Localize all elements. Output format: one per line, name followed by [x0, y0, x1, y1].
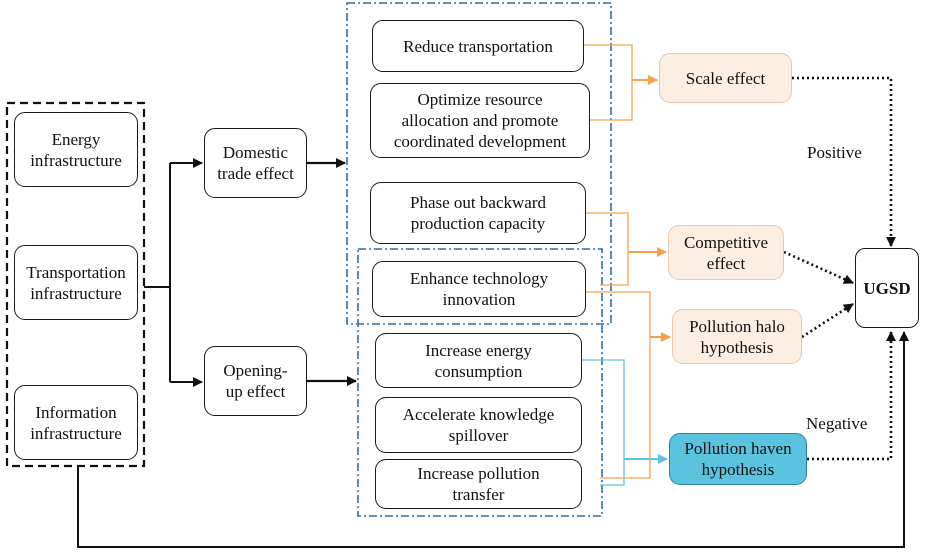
negative-label: Negative [806, 414, 868, 433]
domestic-mechanism-group [346, 2, 612, 325]
positive-label: Positive [807, 143, 862, 162]
reduce-transportation-box: Reduce transportation [372, 20, 584, 72]
scale-effect-box: Scale effect [659, 53, 792, 103]
infrastructure-group [5, 101, 146, 468]
ugsd-box: UGSD [855, 248, 919, 328]
opening-up-effect-box: Opening-up effect [204, 346, 307, 416]
